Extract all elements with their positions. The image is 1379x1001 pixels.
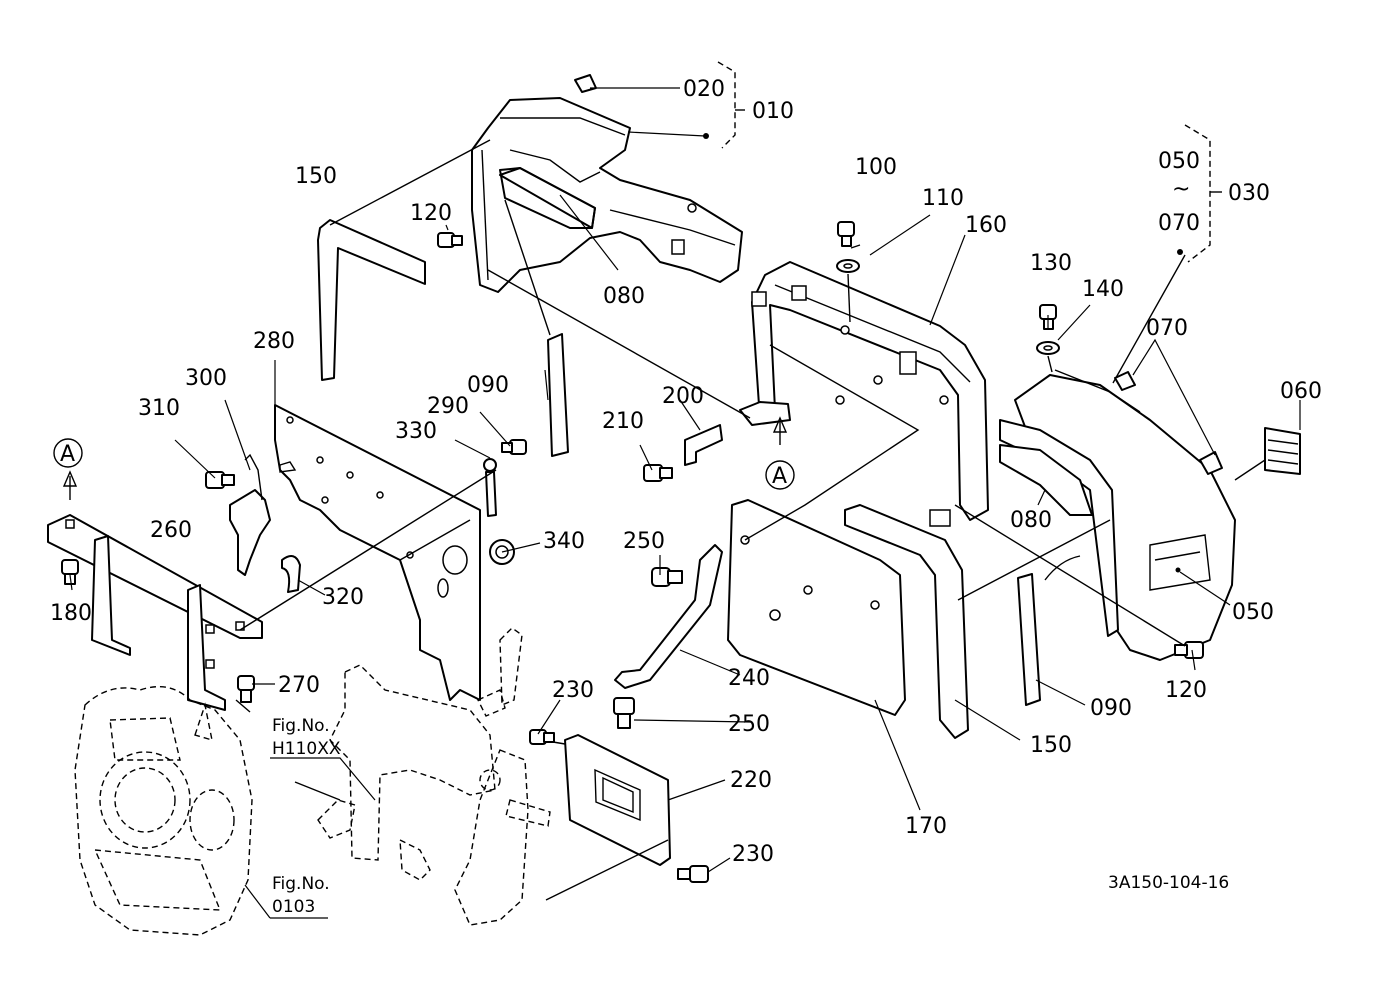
- label-050: 050: [1232, 600, 1274, 625]
- label-120-lower: 120: [1165, 678, 1207, 703]
- label-340: 340: [543, 529, 585, 554]
- label-300: 300: [185, 366, 227, 391]
- transmission-case-part: [74, 686, 253, 936]
- bolt-120-upper: [437, 232, 463, 248]
- bolt-230-lower: [677, 865, 709, 883]
- strip-090-left-part: [547, 333, 569, 457]
- label-a-left: A: [60, 442, 75, 467]
- washer-110: [836, 259, 860, 273]
- washer-140: [1036, 341, 1060, 355]
- label-030: 030: [1228, 181, 1270, 206]
- fig-ref-2-code: 0103: [272, 897, 315, 917]
- bolt-270: [237, 675, 255, 703]
- bolt-180: [61, 559, 79, 585]
- grille-frame-part: [739, 261, 989, 527]
- label-330: 330: [395, 419, 437, 444]
- label-280: 280: [253, 329, 295, 354]
- label-tilde: ~: [1172, 177, 1190, 202]
- label-100: 100: [855, 155, 897, 180]
- label-220: 220: [730, 768, 772, 793]
- label-090-lower: 090: [1090, 696, 1132, 721]
- support-260-part: [47, 514, 263, 711]
- leader-lines: [69, 87, 1301, 919]
- clip-020-part: [574, 74, 597, 93]
- clip-070: [1114, 371, 1136, 391]
- label-230-lower: 230: [732, 842, 774, 867]
- label-250-lower: 250: [728, 712, 770, 737]
- label-240: 240: [728, 666, 770, 691]
- section-a-marker-right: [765, 460, 795, 490]
- bracket-300-part: [229, 453, 271, 576]
- label-050-top: 050: [1158, 149, 1200, 174]
- bolt-100: [837, 221, 855, 247]
- frame-h110xx-part: [294, 627, 551, 926]
- decal-060-part: [1264, 427, 1301, 475]
- label-200: 200: [662, 384, 704, 409]
- bracket-200-part: [684, 424, 723, 466]
- label-150-left: 150: [295, 164, 337, 189]
- bolt-250-lower: [613, 697, 635, 729]
- marker-dot-010: [703, 133, 709, 139]
- label-180: 180: [50, 601, 92, 626]
- label-310: 310: [138, 396, 180, 421]
- label-260: 260: [150, 518, 192, 543]
- marker-dot-030: [1177, 249, 1183, 255]
- rubber-bar-150-right-part: [844, 504, 969, 739]
- upper-bonnet-part: [471, 97, 743, 293]
- cover-plate-220-part: [564, 734, 671, 866]
- bolt-120-lower: [1174, 641, 1204, 659]
- figure-references: Fig.No. H110XX Fig.No. 0103: [272, 716, 341, 917]
- bolt-230-upper: [529, 729, 555, 745]
- part-number-labels: 020 010 150 120 080 100 110 160 050 ~ 07…: [50, 77, 1322, 867]
- label-160: 160: [965, 213, 1007, 238]
- label-080-upper: 080: [603, 284, 645, 309]
- section-a-marker-left: [53, 438, 83, 468]
- band-330: [483, 458, 497, 517]
- label-210: 210: [602, 409, 644, 434]
- strip-090-right-part: [1017, 573, 1041, 706]
- stay-240-part: [614, 544, 723, 689]
- label-230-upper: 230: [552, 678, 594, 703]
- fig-ref-2-title: Fig.No.: [272, 874, 330, 894]
- label-070: 070: [1146, 316, 1188, 341]
- marker-dot-050: [1175, 567, 1181, 573]
- grille-panel-170-part: [727, 499, 906, 716]
- label-120-upper: 120: [410, 201, 452, 226]
- label-010: 010: [752, 99, 794, 124]
- bolt-250-upper: [651, 567, 683, 587]
- clip-320-part: [281, 555, 301, 593]
- label-080-lower: 080: [1010, 508, 1052, 533]
- label-a-right: A: [772, 464, 787, 489]
- bolt-310: [205, 471, 235, 489]
- bolt-290: [501, 439, 527, 455]
- label-170: 170: [905, 814, 947, 839]
- fig-ref-1-title: Fig.No.: [272, 716, 330, 736]
- label-090-upper: 090: [467, 373, 509, 398]
- label-060: 060: [1280, 379, 1322, 404]
- label-270: 270: [278, 673, 320, 698]
- label-320: 320: [322, 585, 364, 610]
- assembly-bracket-010: [717, 61, 745, 149]
- assembly-lines: [62, 139, 1266, 901]
- label-150-right: 150: [1030, 733, 1072, 758]
- label-130: 130: [1030, 251, 1072, 276]
- bolt-210: [643, 464, 673, 482]
- label-290: 290: [427, 394, 469, 419]
- label-070-top: 070: [1158, 211, 1200, 236]
- front-nose-part: [999, 369, 1236, 661]
- assembly-bracket-030: [1184, 124, 1222, 263]
- fig-ref-1-code: H110XX: [272, 739, 341, 759]
- label-020: 020: [683, 77, 725, 102]
- drawing-code: 3A150-104-16: [1108, 873, 1229, 893]
- label-140: 140: [1082, 277, 1124, 302]
- side-plate-part: [274, 404, 481, 701]
- strip-080-upper-part: [499, 167, 596, 229]
- label-250-upper: 250: [623, 529, 665, 554]
- label-110: 110: [922, 186, 964, 211]
- rubber-bar-150-left-part: [317, 219, 426, 381]
